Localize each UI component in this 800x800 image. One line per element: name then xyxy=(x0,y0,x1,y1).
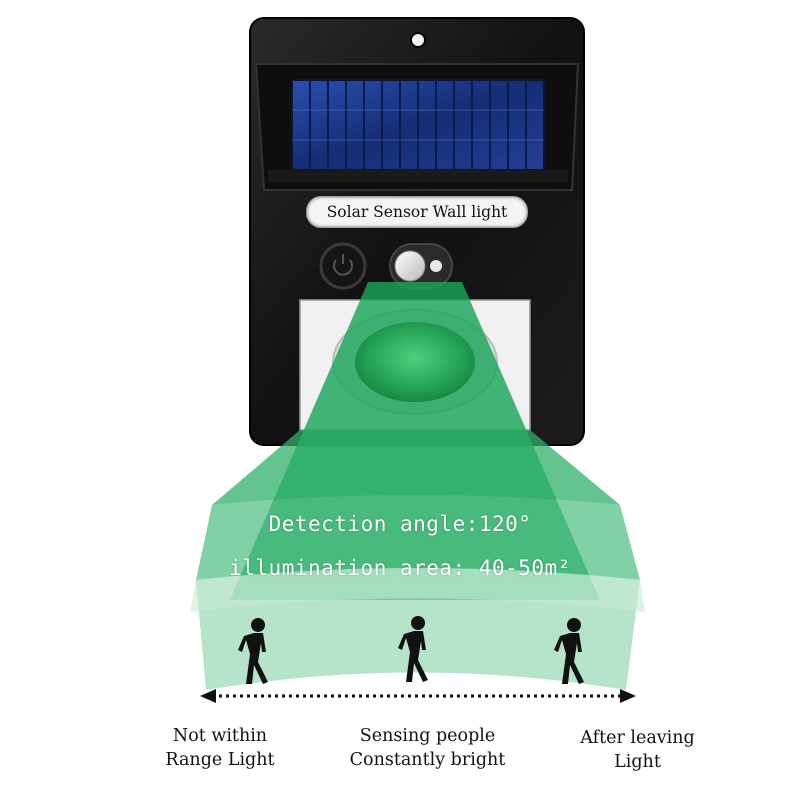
caption-line: Sensing people xyxy=(359,726,496,746)
person-walking-icon xyxy=(238,618,268,684)
caption-line: Light xyxy=(614,752,661,772)
illumination-area-text: illumination area: 40-50m² xyxy=(229,556,571,580)
led-lens xyxy=(355,322,475,402)
mount-hole xyxy=(410,32,426,48)
person-walking-icon xyxy=(554,618,584,684)
caption-after-leaving: After leaving Light xyxy=(555,726,720,774)
caption-not-within-range: Not within Range Light xyxy=(140,724,300,772)
person-walking-icon xyxy=(398,616,428,682)
caption-line: Range Light xyxy=(165,750,275,770)
detection-angle-text: Detection angle:120° xyxy=(268,512,532,536)
double-arrow-icon xyxy=(200,689,636,703)
caption-line: Not within xyxy=(172,726,268,746)
detection-beam xyxy=(190,282,645,690)
pir-sensor-icon xyxy=(389,243,453,289)
caption-sensing-people: Sensing people Constantly bright xyxy=(315,724,540,772)
solar-cell-lines xyxy=(309,80,527,170)
caption-line: Constantly bright xyxy=(349,750,506,770)
caption-line: After leaving xyxy=(580,728,695,748)
product-label-badge: Solar Sensor Wall light xyxy=(306,196,528,228)
power-button-icon xyxy=(319,242,367,290)
